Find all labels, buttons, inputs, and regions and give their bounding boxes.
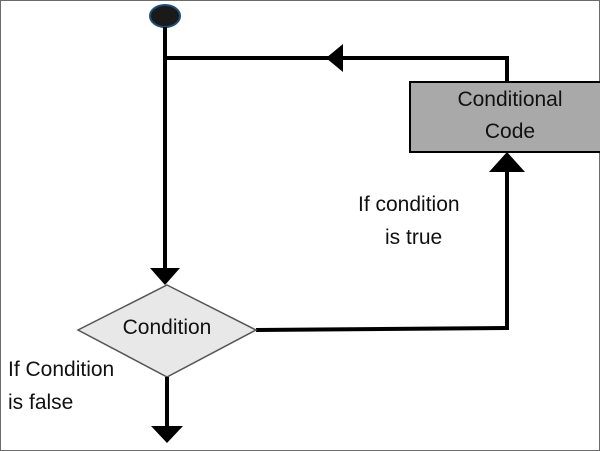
false-branch-label-line1: If Condition	[8, 358, 115, 381]
box-label-line1: Conditional	[457, 88, 563, 111]
conditional-code-box	[409, 81, 600, 153]
start-node	[149, 4, 181, 28]
arrow-exit	[151, 426, 183, 443]
arrow-loop-back	[326, 44, 343, 72]
connector-true-horizontal	[255, 326, 508, 332]
false-branch-label-line2: is false	[8, 391, 74, 414]
conditional-code-label: Conditional Code	[410, 82, 600, 152]
arrow-into-box	[489, 152, 525, 172]
true-branch-label-line1: If condition	[358, 193, 460, 216]
box-label-line2: Code	[484, 120, 536, 143]
true-branch-label-line2: is true	[385, 226, 443, 249]
condition-label: Condition	[122, 316, 212, 339]
arrow-into-condition	[150, 268, 180, 285]
